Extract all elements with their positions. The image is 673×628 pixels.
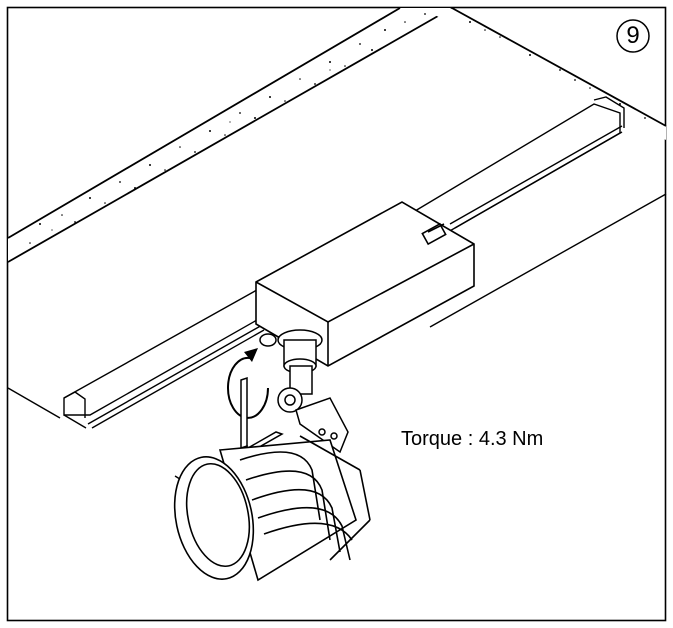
step-number: 9 xyxy=(626,22,640,49)
rotation-arrow-icon xyxy=(227,348,269,419)
spotlight-mount xyxy=(259,329,323,413)
ceiling-slab xyxy=(7,7,667,263)
step-number-badge xyxy=(616,19,650,53)
frame-border xyxy=(6,6,667,622)
spotlight-yoke xyxy=(295,397,349,454)
track-rail xyxy=(63,96,625,429)
spotlight-icon xyxy=(173,435,371,582)
adapter-box-icon xyxy=(255,201,475,367)
torque-annotation: Torque : 4.3 Nm xyxy=(401,428,544,450)
